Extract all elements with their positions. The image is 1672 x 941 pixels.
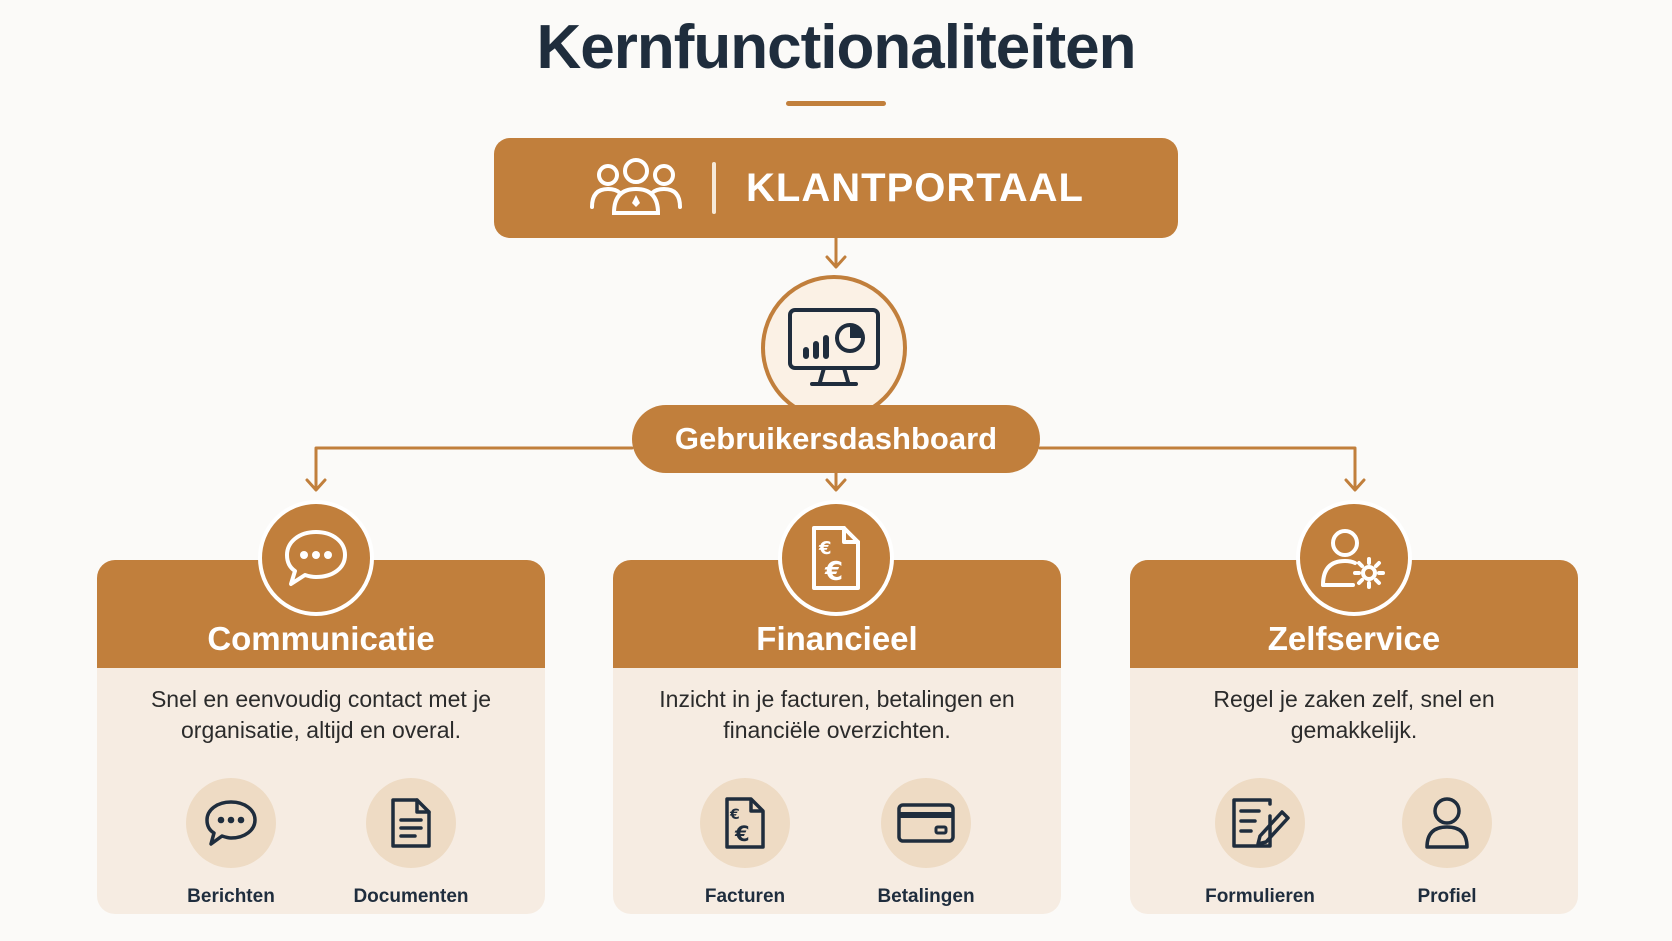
document-icon <box>391 798 431 848</box>
svg-text:€: € <box>824 557 843 587</box>
user-icon <box>1425 797 1469 849</box>
title-underline <box>786 101 886 106</box>
item-profiel[interactable]: Profiel <box>1357 778 1537 908</box>
item-label: Betalingen <box>877 886 975 907</box>
item-label: Formulieren <box>1205 886 1315 907</box>
card-title: Zelfservice <box>1267 620 1441 657</box>
euro-document-icon: € € <box>812 526 860 590</box>
message-icon <box>205 800 257 846</box>
svg-text:€: € <box>818 538 832 559</box>
item-label: Facturen <box>704 886 786 907</box>
zelfservice-icon-circle <box>1296 500 1412 616</box>
card-description: Regel je zaken zelf, snel en gemakkelijk… <box>1213 686 1495 743</box>
documenten-icon-circle <box>366 778 456 868</box>
item-label: Documenten <box>353 886 469 907</box>
card-title: Communicatie <box>207 620 435 657</box>
page-title: Kernfunctionaliteiten <box>536 13 1136 82</box>
form-edit-icon <box>1232 798 1290 848</box>
card-description: Snel en eenvoudig contact met je organis… <box>150 686 492 743</box>
betalingen-icon-circle <box>881 778 971 868</box>
card-title: Financieel <box>756 620 918 657</box>
card-zelfservice: Zelfservice Regel je zaken zelf, snel en… <box>1130 560 1578 914</box>
dashboard-label: Gebruikersdashboard <box>632 405 1040 473</box>
item-label: Profiel <box>1417 886 1477 907</box>
financieel-icon-circle: € € <box>778 500 894 616</box>
user-settings-icon <box>1321 529 1385 589</box>
item-facturen[interactable]: € € Facturen <box>655 778 835 908</box>
communicatie-icon-circle <box>258 500 374 616</box>
item-betalingen[interactable]: Betalingen <box>836 778 1016 908</box>
svg-text:€: € <box>729 807 740 823</box>
users-group-icon <box>590 158 683 215</box>
chat-bubble-icon <box>285 530 347 586</box>
item-formulieren[interactable]: Formulieren <box>1170 778 1350 908</box>
klantportaal-banner: KLANTPORTAAL <box>494 138 1178 238</box>
dashboard-icon-circle <box>761 275 907 421</box>
credit-card-icon <box>897 803 955 843</box>
item-documenten[interactable]: Documenten <box>321 778 501 908</box>
item-berichten[interactable]: Berichten <box>141 778 321 908</box>
portal-separator <box>712 162 717 214</box>
monitor-chart-icon <box>788 308 880 386</box>
card-description: Inzicht in je facturen, betalingen en fi… <box>659 686 1015 743</box>
svg-text:€: € <box>734 822 750 846</box>
formulieren-icon-circle <box>1215 778 1305 868</box>
berichten-icon-circle <box>186 778 276 868</box>
facturen-icon-circle: € € <box>700 778 790 868</box>
portal-label: KLANTPORTAAL <box>746 165 1084 210</box>
invoice-icon: € € <box>725 797 765 849</box>
profiel-icon-circle <box>1402 778 1492 868</box>
item-label: Berichten <box>187 886 275 907</box>
